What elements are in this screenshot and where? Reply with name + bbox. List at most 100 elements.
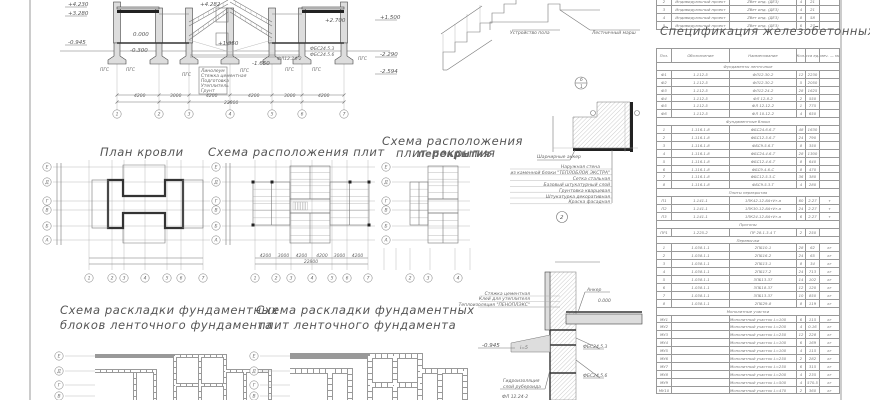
spec-header-row: Поз. Обозначение Наименование Кол. Масса…	[656, 48, 840, 63]
roof-area	[91, 179, 109, 229]
axis-label: 3	[188, 112, 191, 118]
table-cell	[820, 181, 840, 189]
table-cell: кг	[820, 362, 840, 370]
floor-layer: Линолеум	[200, 68, 225, 74]
table-cell: 1.116.1-8	[672, 141, 730, 149]
table-cell: ФБС24.6.6-Т	[730, 126, 797, 134]
table-cell	[672, 354, 730, 362]
level-mark: -1.650	[252, 61, 270, 67]
layer-box	[198, 66, 228, 95]
column	[251, 180, 255, 184]
table-cell: 119	[806, 299, 820, 307]
table-cell: 1.112-5	[672, 102, 730, 110]
table-cell: 1ПК24.12-8АтVт-а	[730, 212, 797, 220]
foundation	[220, 42, 240, 65]
axis-marker	[267, 109, 277, 119]
leader	[569, 149, 576, 161]
table-cell: 640	[806, 157, 820, 165]
axis-marker	[381, 196, 391, 206]
dim-tick	[157, 100, 161, 104]
axis-marker	[42, 162, 52, 172]
level-mark: +4.282	[200, 2, 221, 8]
floor-step	[489, 3, 600, 30]
section-texts: +4.230 +3.280 +4.282 +1.500 +2.700 -0.94…	[68, 2, 401, 106]
table-cell: кг	[820, 354, 840, 362]
total-dim: 22800	[224, 100, 238, 106]
table-cell	[820, 141, 840, 149]
table-cell: ФЛ12.24-2	[730, 86, 797, 94]
dim-tick	[228, 100, 232, 104]
roof-plan-title: План кровли	[100, 145, 184, 159]
axis-label: Е	[215, 165, 218, 171]
span-dim: 3000	[278, 253, 290, 259]
axis-marker	[249, 351, 259, 361]
table-cell: МУ10	[656, 386, 672, 394]
axis-marker	[405, 273, 415, 283]
table-cell: 1.116.1-8	[672, 173, 730, 181]
axis-label: Е	[46, 165, 49, 171]
table-cell: Монолитный участок L=100	[730, 339, 797, 347]
axis-label: 4	[311, 276, 314, 282]
table-cell: 790	[806, 134, 820, 141]
table-cell: 6	[797, 212, 806, 220]
table-cell: 2ПБ16-2	[730, 252, 797, 260]
table-cell: 550	[806, 94, 820, 102]
table-cell: МУ6	[656, 354, 672, 362]
axis-label: В	[214, 208, 217, 214]
axis-label: А	[44, 238, 48, 244]
table-cell: ФБС9.5.6-Т	[730, 141, 797, 149]
dim-tick	[115, 93, 119, 97]
axis-label: Е	[58, 354, 61, 360]
axis-label: 2	[409, 276, 412, 282]
building-section	[60, 0, 397, 112]
layer-label: Стяжка цементная	[485, 291, 531, 297]
level-mark: -0.945	[482, 343, 500, 349]
col-header: Обозначение	[672, 49, 730, 62]
minus-mark	[634, 110, 640, 116]
table-cell	[672, 323, 730, 331]
table-cell: Монолитный участок L=100	[730, 347, 797, 354]
blind-area	[510, 334, 551, 353]
axis-label: 3	[123, 276, 126, 282]
table-cell: 6	[797, 362, 806, 370]
node2-layers: Наружная стена из каменной блоки "ТЕПЛОБ…	[510, 164, 610, 205]
table-cell: 1.112-5	[672, 94, 730, 102]
table-cell: Zбет инд. (ДЕ3)	[730, 21, 797, 29]
roof-slab	[117, 10, 159, 13]
table-cell: 2.27	[806, 212, 820, 220]
table-cell: 120	[806, 283, 820, 291]
axis-label: 5	[331, 276, 334, 282]
table-cell: Монолитный участок L=200	[730, 370, 797, 378]
foundation-tag: ПГС	[285, 67, 295, 73]
waterproof-label: Гидроизоляция	[503, 378, 540, 384]
table-cell: 1.112-5	[672, 78, 730, 86]
axis-marker	[119, 273, 129, 283]
table-cell: т	[820, 212, 840, 220]
total-dim: 22800	[304, 259, 318, 265]
axis-marker	[162, 273, 172, 283]
table-cell: 6	[797, 21, 806, 29]
table-cell: 1300	[806, 149, 820, 157]
foundation-block-joints	[290, 354, 467, 400]
table-cell	[672, 362, 730, 370]
handrail	[440, 5, 483, 35]
axis-marker	[42, 177, 52, 187]
table-cell: кг	[820, 378, 840, 386]
foundation	[149, 42, 169, 65]
dim-tick	[157, 93, 161, 97]
table-cell	[820, 5, 840, 13]
dim-tick	[270, 93, 274, 97]
wall	[185, 7, 193, 44]
table-cell: 1.116.1-8	[672, 157, 730, 165]
spec-section-row: Прогоны	[656, 220, 840, 229]
table-cell: 1.116.1-8	[672, 165, 730, 173]
stair-cell	[300, 201, 303, 211]
